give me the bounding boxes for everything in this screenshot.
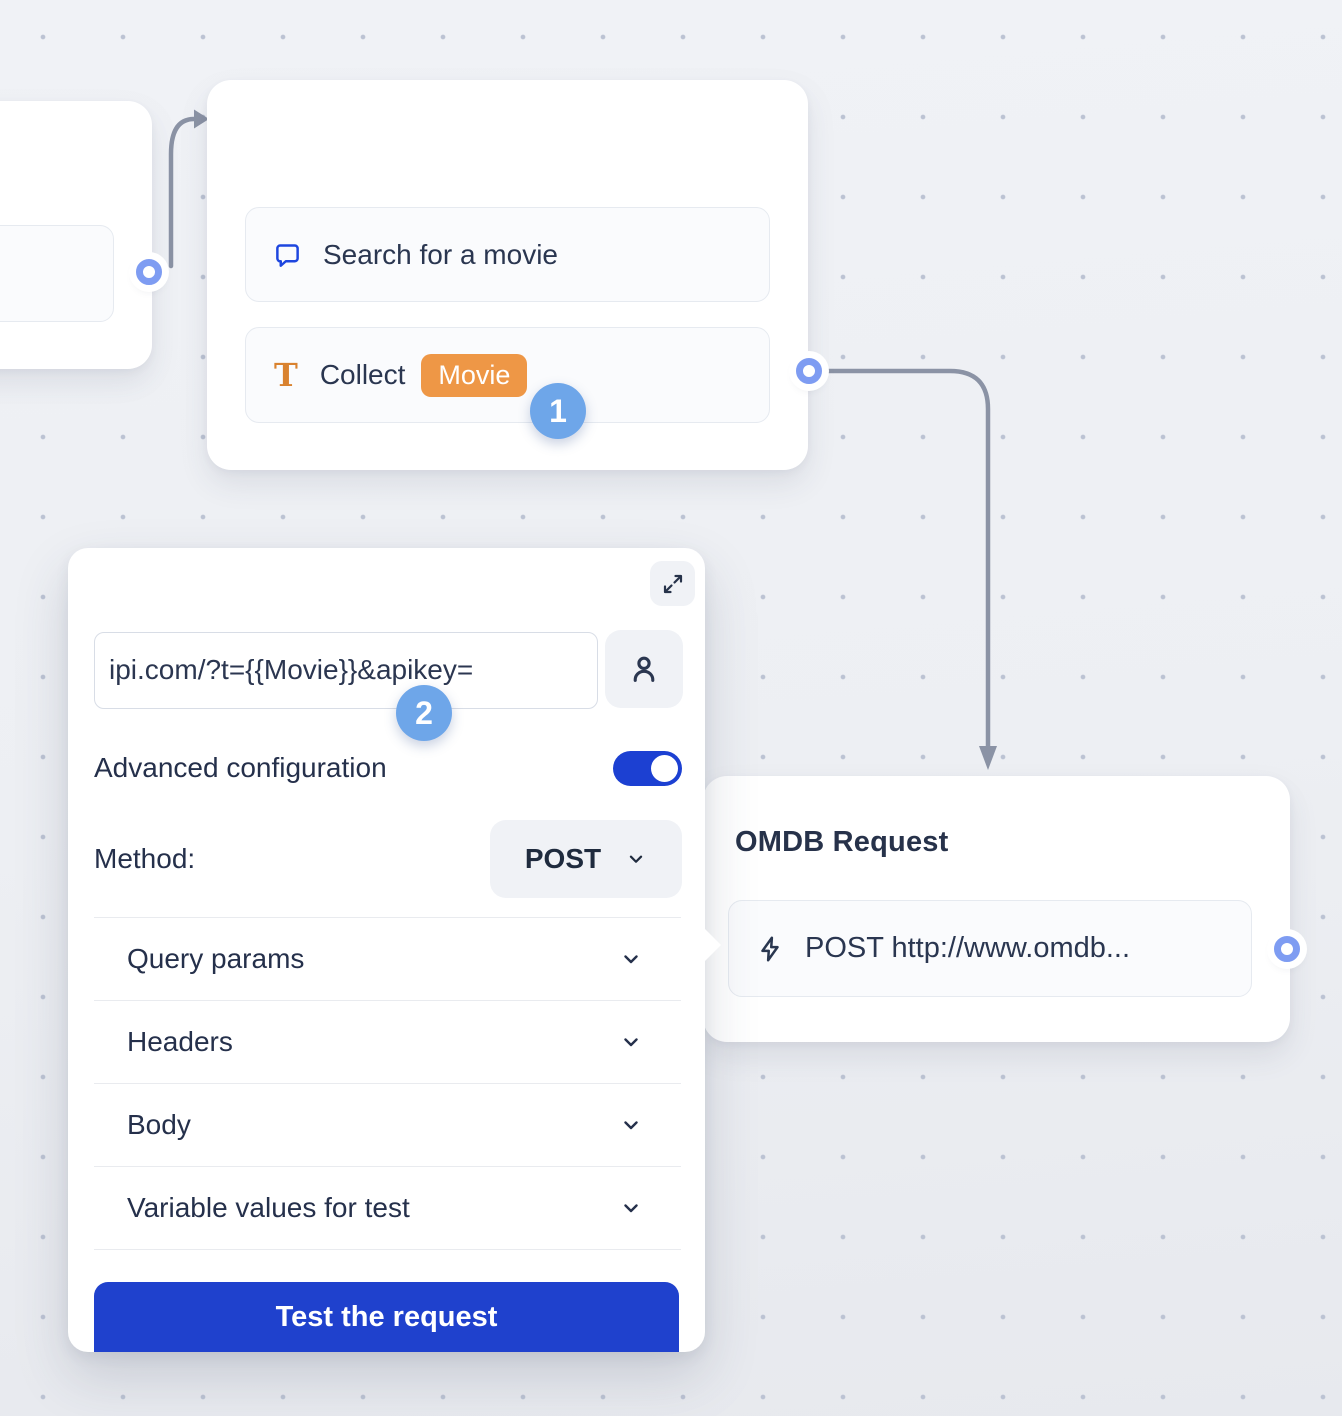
expand-button[interactable] bbox=[650, 561, 695, 606]
variable-pill-movie: Movie bbox=[421, 353, 528, 397]
output-port-omdb[interactable] bbox=[1274, 936, 1300, 962]
chat-bubble-icon bbox=[274, 241, 301, 268]
lightning-icon bbox=[755, 934, 785, 964]
method-value: POST bbox=[524, 843, 602, 874]
node-omdb-request[interactable]: OMDB Request POST http://www.omdb... bbox=[703, 776, 1290, 1042]
method-dropdown[interactable]: POST bbox=[490, 820, 682, 898]
partial-node-item[interactable] bbox=[0, 225, 114, 322]
accordion-headers[interactable]: Headers bbox=[94, 1000, 681, 1083]
output-port-partial-node[interactable] bbox=[136, 259, 162, 285]
step-badge-1: 1 bbox=[530, 383, 586, 439]
accordion-label: Body bbox=[127, 1109, 191, 1140]
expand-icon bbox=[661, 572, 685, 596]
step-badge-2: 2 bbox=[396, 685, 452, 741]
accordion-label: Query params bbox=[127, 943, 305, 974]
chevron-down-icon bbox=[625, 848, 647, 870]
message-block-label: Search for a movie bbox=[323, 238, 558, 270]
webhook-block-label: POST http://www.omdb... bbox=[805, 932, 1131, 964]
url-input[interactable]: ipi.com/?t={{Movie}}&apikey= bbox=[94, 632, 598, 709]
accordion-label: Variable values for test bbox=[127, 1192, 410, 1223]
node-movie-search[interactable]: Movie search Search for a movie T Collec… bbox=[207, 80, 808, 470]
accordion-label: Headers bbox=[127, 1026, 233, 1057]
collect-block[interactable]: T Collect Movie bbox=[245, 327, 770, 423]
collect-block-label: Collect bbox=[319, 359, 406, 390]
panel-pointer-arrow bbox=[704, 928, 721, 962]
method-label: Method: bbox=[94, 843, 196, 874]
auth-user-button[interactable] bbox=[605, 630, 683, 708]
accordion-query-params[interactable]: Query params bbox=[94, 917, 681, 1000]
text-input-icon: T bbox=[274, 356, 298, 394]
chevron-down-icon bbox=[619, 1030, 643, 1054]
accordion-body[interactable]: Body bbox=[94, 1083, 681, 1166]
chevron-down-icon bbox=[619, 1113, 643, 1137]
node-title: OMDB Request bbox=[735, 826, 949, 858]
test-request-button[interactable]: Test the request bbox=[94, 1282, 679, 1352]
advanced-configuration-toggle[interactable] bbox=[613, 750, 682, 786]
message-block[interactable]: Search for a movie bbox=[245, 207, 770, 302]
accordion-sections: Query params Headers Body bbox=[94, 917, 681, 1250]
chevron-down-icon bbox=[619, 947, 643, 971]
output-port-movie-search[interactable] bbox=[796, 358, 822, 384]
person-icon bbox=[627, 652, 661, 686]
webhook-config-panel: ipi.com/?t={{Movie}}&apikey= Advanced co… bbox=[68, 548, 721, 1352]
accordion-variable-values[interactable]: Variable values for test bbox=[94, 1166, 681, 1250]
node-partial-left[interactable] bbox=[0, 101, 152, 369]
toggle-knob bbox=[651, 754, 678, 782]
webhook-block[interactable]: POST http://www.omdb... bbox=[728, 900, 1252, 997]
advanced-configuration-label: Advanced configuration bbox=[94, 752, 387, 783]
chevron-down-icon bbox=[619, 1196, 643, 1220]
